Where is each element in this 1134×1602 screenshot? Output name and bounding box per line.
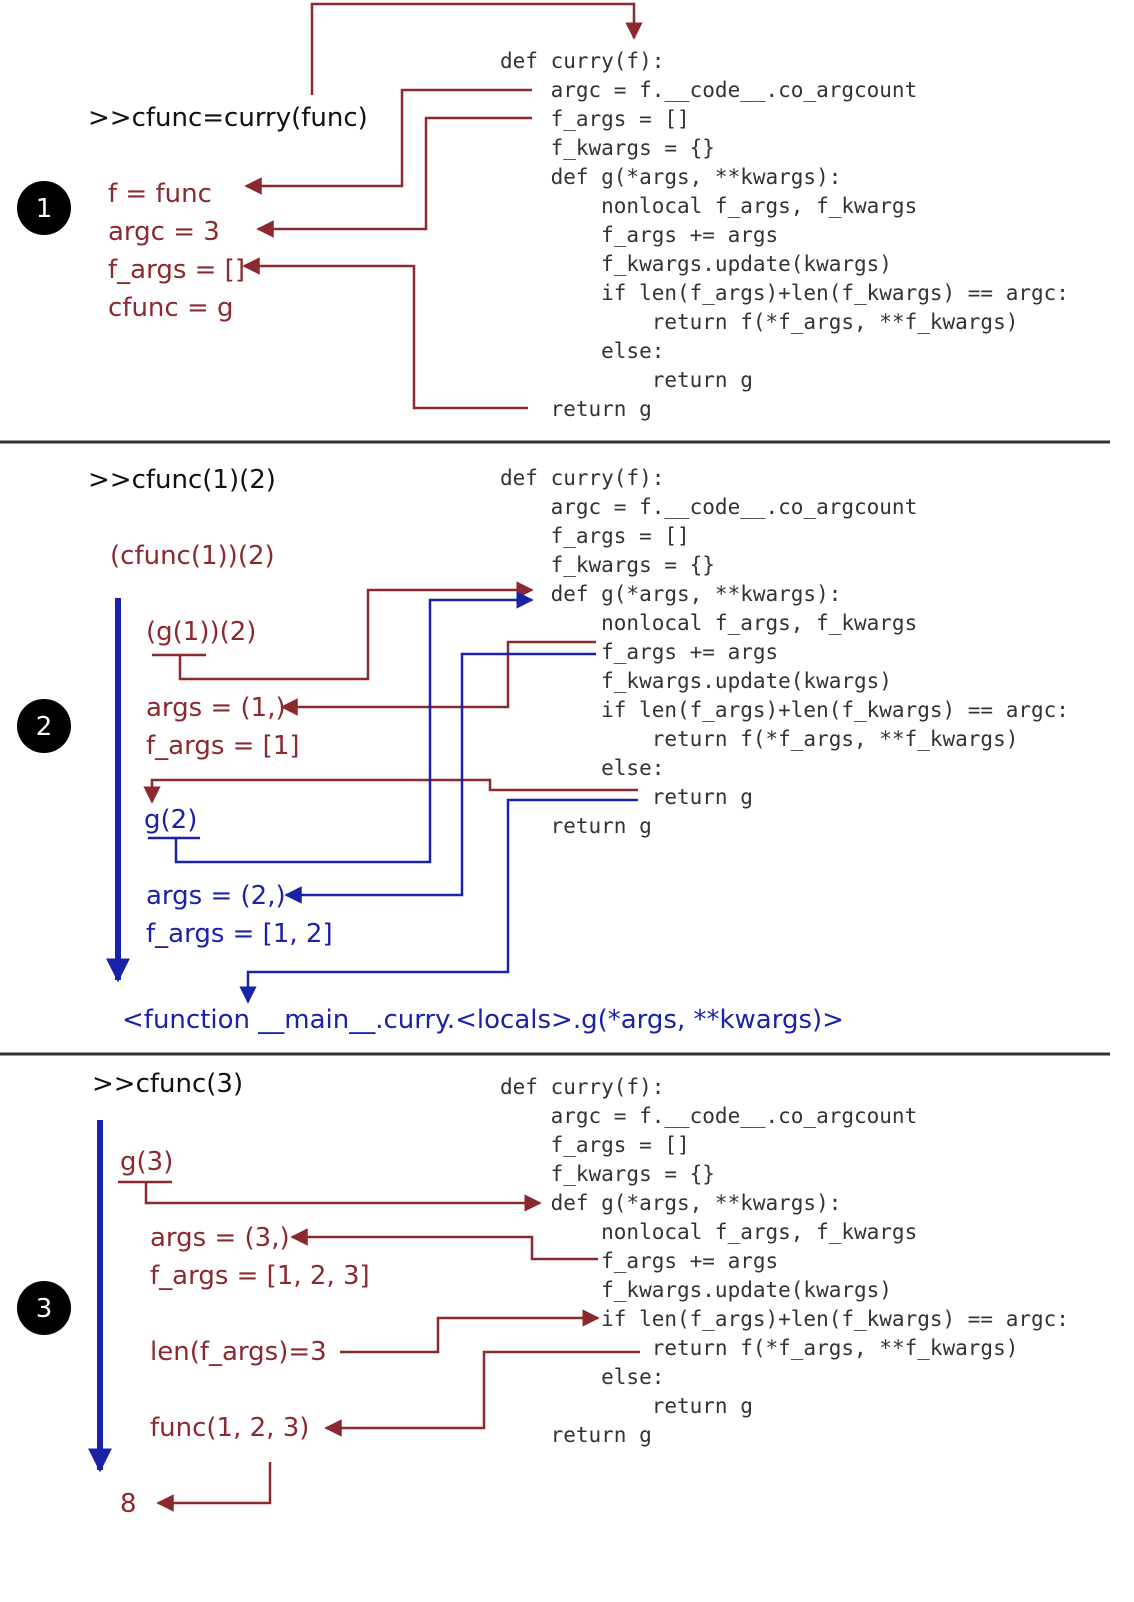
arrow-argc-to-f xyxy=(244,88,532,195)
panel-1: 1 >>cfunc=curry(func) f = func argc = 3 … xyxy=(17,2,1069,421)
code-line: argc = f.__code__.co_argcount xyxy=(500,78,917,102)
label-cfunc-1-2: (cfunc(1))(2) xyxy=(110,541,275,571)
label-argc: argc = 3 xyxy=(108,217,220,247)
code-line: return g xyxy=(500,814,652,838)
label-args-2: args = (2,) xyxy=(146,881,286,911)
code-line: return g xyxy=(500,1394,753,1418)
arrow-g2-to-def xyxy=(174,591,534,864)
label-fargs-1-2-3: f_args = [1, 2, 3] xyxy=(150,1261,370,1291)
code-block-1: def curry(f): argc = f.__code__.co_argco… xyxy=(500,49,1069,421)
code-line: return g xyxy=(500,368,753,392)
label-cfunc: cfunc = g xyxy=(108,293,234,323)
code-line: return g xyxy=(500,785,753,809)
arrow-fargs-to-args2 xyxy=(284,652,596,904)
code-line: f_args += args xyxy=(500,223,778,247)
label-args-3: args = (3,) xyxy=(150,1223,290,1253)
arrow-fargs-to-argc xyxy=(256,116,532,238)
code-line: nonlocal f_args, f_kwargs xyxy=(500,1220,917,1244)
label-len-fargs: len(f_args)=3 xyxy=(150,1337,327,1367)
arrows-panel-3 xyxy=(118,1180,640,1512)
label-f-func: f = func xyxy=(108,179,212,209)
code-line: def g(*args, **kwargs): xyxy=(500,582,841,606)
step-badge-1-label: 1 xyxy=(36,194,53,224)
code-line: nonlocal f_args, f_kwargs xyxy=(500,611,917,635)
label-args-1: args = (1,) xyxy=(146,693,286,723)
code-line: return f(*f_args, **f_kwargs) xyxy=(500,310,1018,334)
code-line: if len(f_args)+len(f_kwargs) == argc: xyxy=(500,698,1069,722)
panel-3: 3 >>cfunc(3) g(3) args = (3,) f_args = [… xyxy=(17,1069,1069,1519)
panel-2: 2 >>cfunc(1)(2) (cfunc(1))(2) (g(1))(2) … xyxy=(17,465,1069,1035)
arrows-panel-2-red xyxy=(143,581,638,804)
code-line: def g(*args, **kwargs): xyxy=(500,1191,841,1215)
code-line: if len(f_args)+len(f_kwargs) == argc: xyxy=(500,281,1069,305)
code-line: f_kwargs.update(kwargs) xyxy=(500,1278,892,1302)
code-line: nonlocal f_args, f_kwargs xyxy=(500,194,917,218)
step-badge-3 xyxy=(17,1281,71,1335)
arrow-return-to-fargs xyxy=(242,257,528,410)
arrow-return-to-func xyxy=(324,1350,640,1437)
arrows-panel-2-blue xyxy=(148,591,638,1004)
step-badge-3-label: 3 xyxy=(36,1294,53,1324)
code-line: def curry(f): xyxy=(500,1075,664,1099)
code-line: f_kwargs.update(kwargs) xyxy=(500,252,892,276)
arrow-return-to-repr xyxy=(239,798,638,1004)
step-badge-1 xyxy=(17,181,71,235)
arrow-return-to-g2 xyxy=(143,778,638,804)
code-line: f_kwargs = {} xyxy=(500,553,715,577)
code-line: return f(*f_args, **f_kwargs) xyxy=(500,727,1018,751)
arrow-fargs-to-args3 xyxy=(290,1228,598,1261)
arrows-panel-1 xyxy=(242,2,643,410)
code-line: def g(*args, **kwargs): xyxy=(500,165,841,189)
arrow-g1-to-def xyxy=(178,581,534,681)
label-g2: g(2) xyxy=(144,805,197,835)
arrow-call-to-def xyxy=(310,2,643,95)
code-line: def curry(f): xyxy=(500,466,664,490)
label-g1-2: (g(1))(2) xyxy=(146,617,256,647)
arrow-g3-to-def xyxy=(144,1182,542,1212)
code-line: f_args += args xyxy=(500,1249,778,1273)
label-func-call: func(1, 2, 3) xyxy=(150,1413,309,1443)
code-line: f_kwargs = {} xyxy=(500,136,715,160)
arrow-func-to-result xyxy=(156,1462,272,1512)
code-line: argc = f.__code__.co_argcount xyxy=(500,495,917,519)
prompt-3: >>cfunc(3) xyxy=(92,1069,243,1099)
code-line: argc = f.__code__.co_argcount xyxy=(500,1104,917,1128)
prompt-2: >>cfunc(1)(2) xyxy=(88,465,276,495)
label-result: 8 xyxy=(120,1489,137,1519)
step-badge-2 xyxy=(17,699,71,753)
prompt-1: >>cfunc=curry(func) xyxy=(88,103,368,133)
code-line: else: xyxy=(500,339,664,363)
code-line: def curry(f): xyxy=(500,49,664,73)
code-line: return f(*f_args, **f_kwargs) xyxy=(500,1336,1018,1360)
code-block-3: def curry(f): argc = f.__code__.co_argco… xyxy=(500,1075,1069,1447)
code-line: else: xyxy=(500,756,664,780)
arrow-fargs-to-args1 xyxy=(280,640,596,716)
code-line: f_args = [] xyxy=(500,524,690,548)
code-block-2: def curry(f): argc = f.__code__.co_argco… xyxy=(500,466,1069,838)
label-fargs-1: f_args = [1] xyxy=(146,731,300,761)
label-function-repr: <function __main__.curry.<locals>.g(*arg… xyxy=(122,1005,844,1035)
code-line: f_args += args xyxy=(500,640,778,664)
code-line: f_args = [] xyxy=(500,1133,690,1157)
label-fargs-1-2: f_args = [1, 2] xyxy=(146,919,333,949)
label-f-args: f_args = [] xyxy=(108,255,245,285)
code-line: else: xyxy=(500,1365,664,1389)
arrow-len-to-if xyxy=(340,1309,600,1354)
step-badge-2-label: 2 xyxy=(36,712,53,742)
code-line: f_kwargs.update(kwargs) xyxy=(500,669,892,693)
code-line: f_kwargs = {} xyxy=(500,1162,715,1186)
code-line: return g xyxy=(500,1423,652,1447)
label-g3: g(3) xyxy=(120,1147,173,1177)
